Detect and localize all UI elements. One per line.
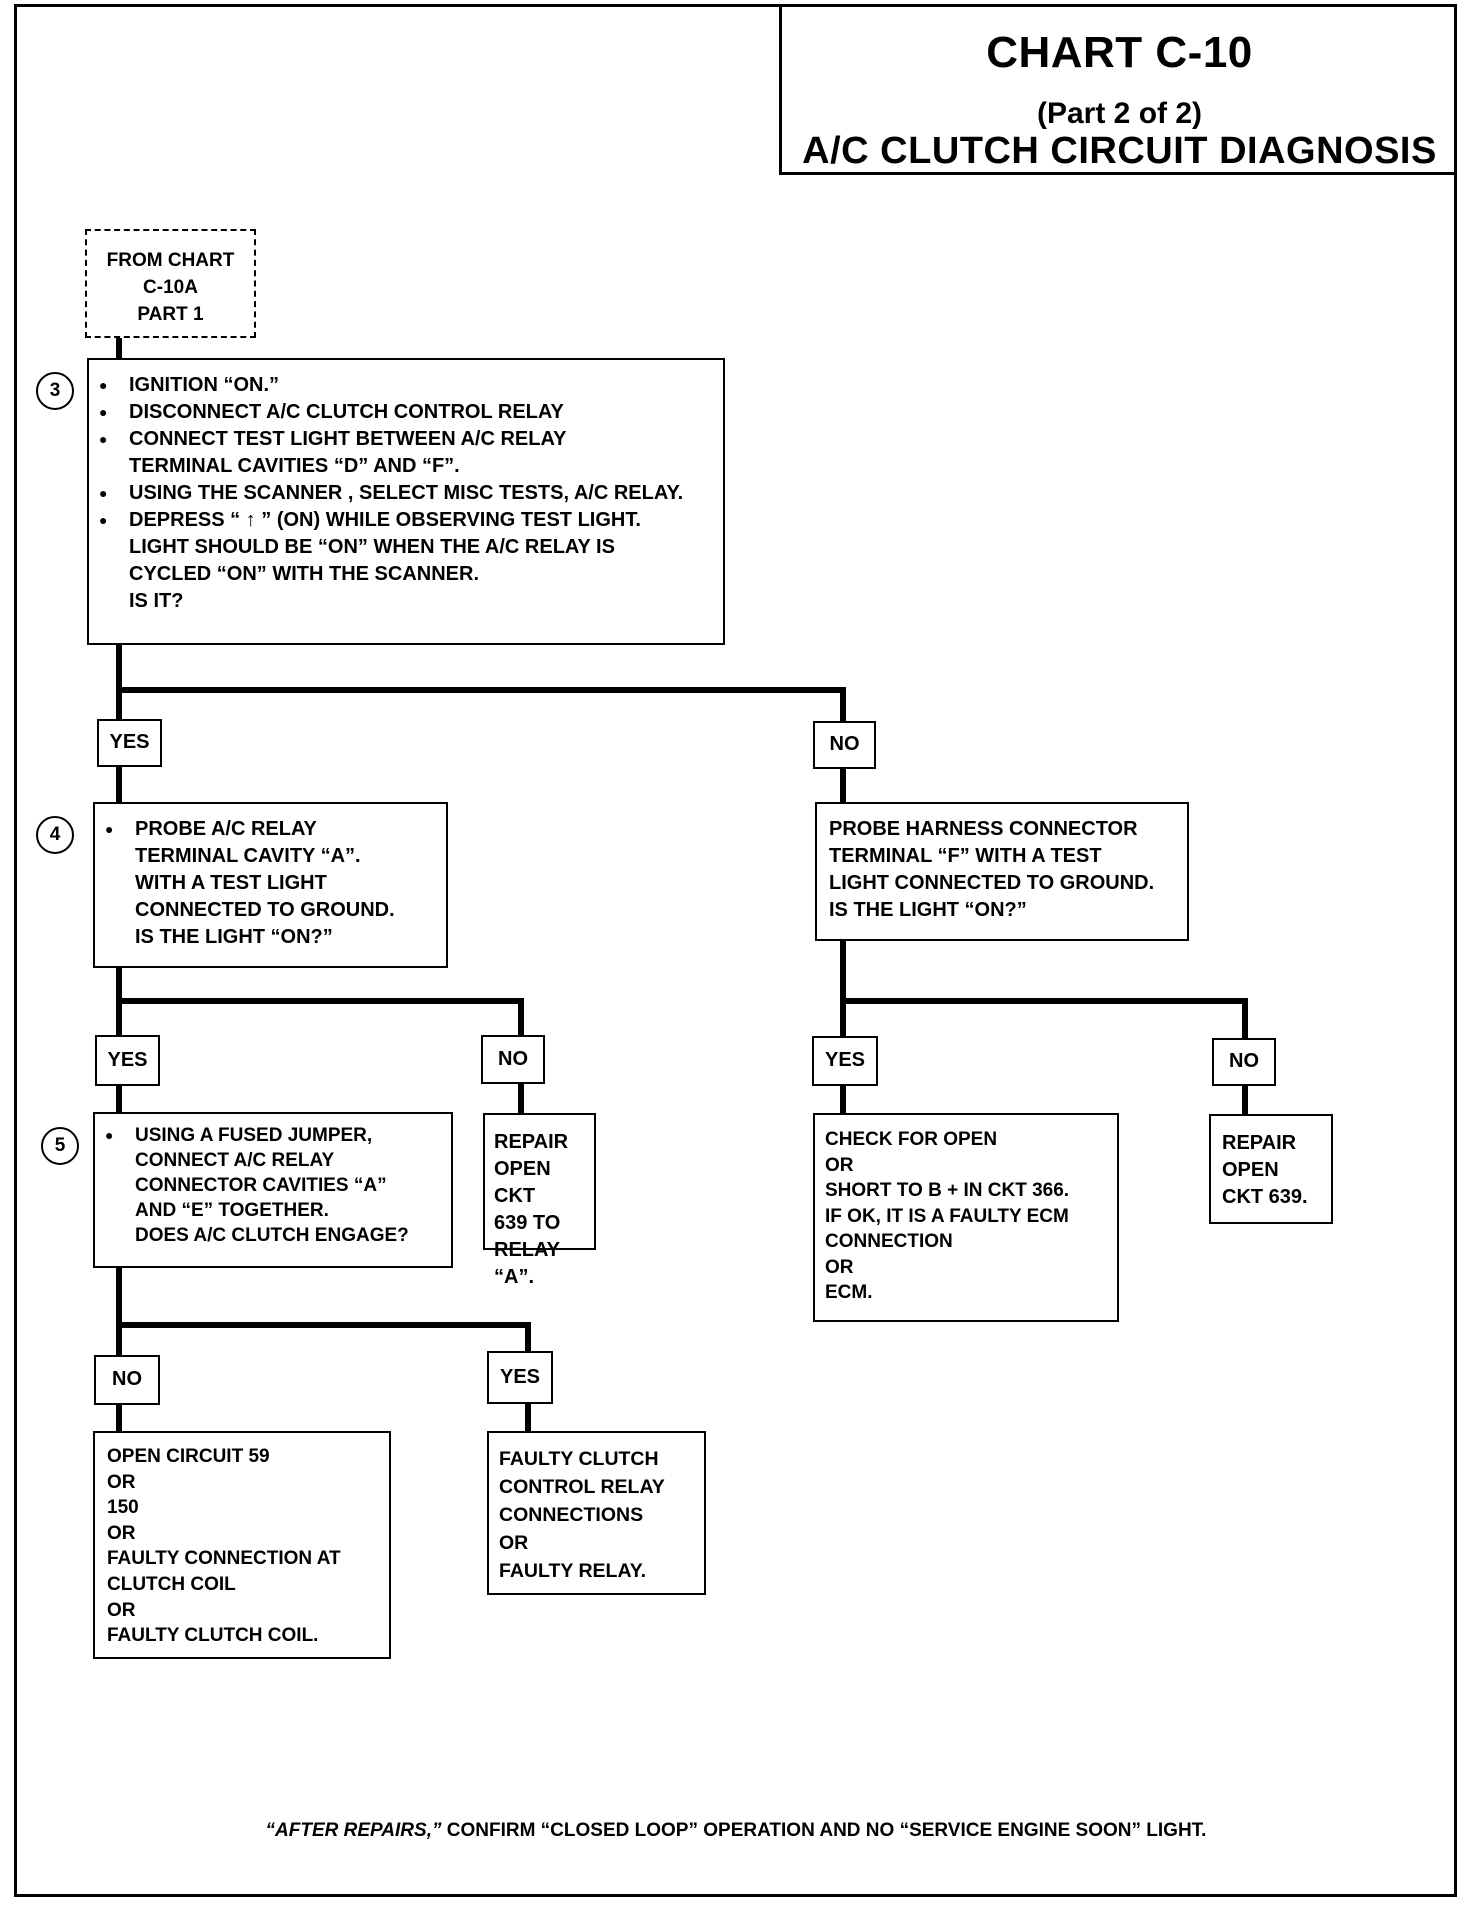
step-5-number: 5 [41, 1127, 79, 1165]
start-from-chart: FROM CHART C-10A PART 1 [85, 229, 256, 338]
step-5-no-label: NO [94, 1355, 160, 1405]
chart-title-block: CHART C-10 (Part 2 of 2) A/C CLUTCH CIRC… [779, 4, 1457, 175]
footer-text: CONFIRM “CLOSED LOOP” OPERATION AND NO “… [441, 1820, 1207, 1841]
check-for-open-box: CHECK FOR OPEN OR SHORT TO B + IN CKT 36… [813, 1113, 1119, 1322]
chart-subtitle: A/C CLUTCH CIRCUIT DIAGNOSIS [802, 130, 1437, 172]
harness-yes-label: YES [812, 1036, 878, 1086]
harness-no-label: NO [1212, 1038, 1276, 1086]
chart-part: (Part 2 of 2) [1036, 97, 1203, 130]
probe-harness-box: PROBE HARNESS CONNECTOR TERMINAL “F” WIT… [815, 802, 1189, 941]
step-5-yes-label: YES [487, 1351, 553, 1404]
step-3-list: IGNITION “ON.” DISCONNECT A/C CLUTCH CON… [89, 372, 715, 615]
footer-emphasis: “AFTER REPAIRS,” [265, 1820, 442, 1841]
step-3-number: 3 [36, 372, 74, 410]
repair-open-ckt-639: REPAIR OPEN CKT 639. [1209, 1114, 1333, 1224]
step-4-no-label: NO [481, 1035, 545, 1084]
start-text: FROM CHART C-10A PART 1 [106, 250, 235, 325]
step-4-list: PROBE A/C RELAY TERMINAL CAVITY “A”. WIT… [95, 816, 446, 951]
step-3-item: CONNECT TEST LIGHT BETWEEN A/C RELAY TER… [89, 426, 715, 480]
faulty-relay-box: FAULTY CLUTCH CONTROL RELAY CONNECTIONS … [487, 1431, 706, 1595]
step-3-item: USING THE SCANNER , SELECT MISC TESTS, A… [89, 480, 715, 507]
step-4-yes-label: YES [95, 1035, 160, 1086]
repair-open-ckt-639-to-relay: REPAIR OPEN CKT 639 TO RELAY “A”. [483, 1113, 596, 1288]
step-4-box: PROBE A/C RELAY TERMINAL CAVITY “A”. WIT… [93, 802, 448, 968]
step-5-box: USING A FUSED JUMPER, CONNECT A/C RELAY … [93, 1112, 453, 1268]
step-3-no-label: NO [813, 721, 876, 769]
step-4-number: 4 [36, 816, 74, 854]
step-5-item: USING A FUSED JUMPER, CONNECT A/C RELAY … [95, 1123, 451, 1248]
step-3-item: DISCONNECT A/C CLUTCH CONTROL RELAY [89, 399, 715, 426]
step-3-yes-label: YES [97, 719, 162, 767]
step-3-item: DEPRESS “ ↑ ” (ON) WHILE OBSERVING TEST … [89, 507, 715, 615]
open-circuit-box: OPEN CIRCUIT 59 OR 150 OR FAULTY CONNECT… [93, 1431, 391, 1659]
page-border [14, 4, 1457, 1897]
step-3-item: IGNITION “ON.” [89, 372, 715, 399]
footer-note: “AFTER REPAIRS,” CONFIRM “CLOSED LOOP” O… [0, 1820, 1472, 1842]
chart-title: CHART C-10 [986, 28, 1253, 77]
step-4-item: PROBE A/C RELAY TERMINAL CAVITY “A”. WIT… [95, 816, 446, 951]
step-5-list: USING A FUSED JUMPER, CONNECT A/C RELAY … [95, 1123, 451, 1248]
step-3-box: IGNITION “ON.” DISCONNECT A/C CLUTCH CON… [87, 358, 725, 645]
